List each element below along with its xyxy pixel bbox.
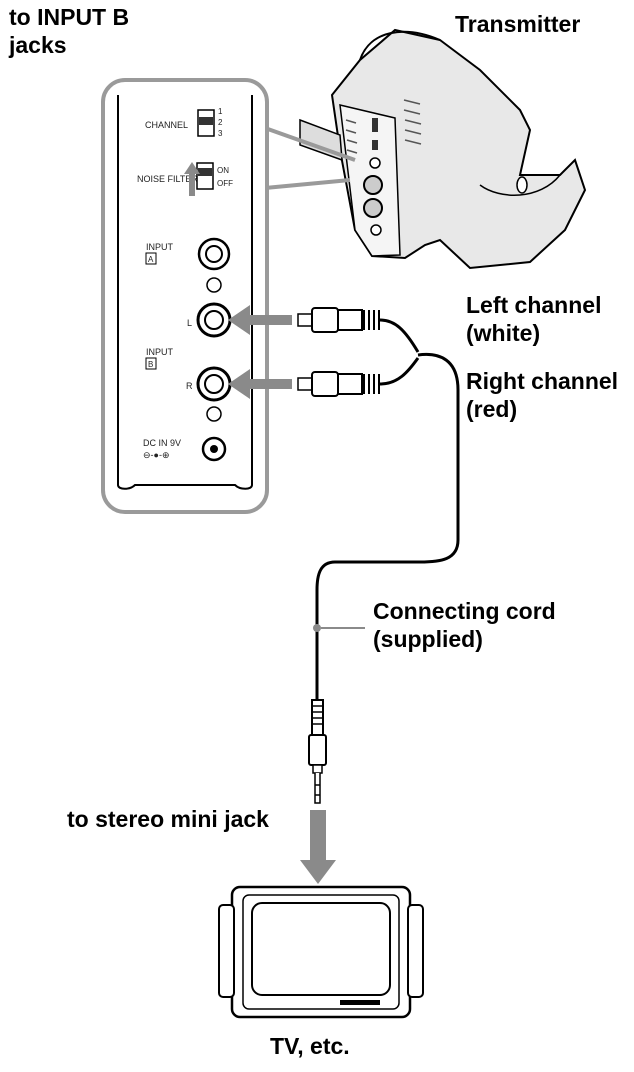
down-arrow-icon xyxy=(300,810,336,884)
mini-plug xyxy=(308,699,327,804)
right-channel-label-line2: (red) xyxy=(466,396,518,422)
noise-filter-switch: NOISE FILTER ON OFF xyxy=(137,162,233,196)
channel-label: CHANNEL xyxy=(145,120,188,130)
input-b-jacks-label-line2: jacks xyxy=(9,32,67,58)
transmitter-device xyxy=(299,28,587,270)
left-arrow-icon xyxy=(228,369,292,399)
input-a-label: INPUT xyxy=(146,242,174,252)
r-label: R xyxy=(186,381,193,391)
cord-marker xyxy=(313,624,321,632)
right-channel-label-line1: Right channel xyxy=(466,368,619,394)
rca-plug-white xyxy=(297,307,380,333)
connecting-cord xyxy=(315,318,460,700)
channel-2-label: 2 xyxy=(218,118,223,127)
up-arrow-icon xyxy=(184,162,200,196)
input-b-letter: B xyxy=(148,360,153,369)
noise-filter-label: NOISE FILTER xyxy=(137,174,198,184)
on-label: ON xyxy=(217,166,229,175)
left-channel-label-line1: Left channel xyxy=(466,292,602,318)
dc-polarity-icon: ⊖-●-⊕ xyxy=(143,450,170,460)
l-label: L xyxy=(187,318,192,328)
right-jack: R xyxy=(186,366,232,422)
tv-icon xyxy=(218,885,424,1019)
input-b-jacks-label-line1: to INPUT B xyxy=(9,4,130,30)
left-arrow-icon xyxy=(228,305,292,335)
input-b-label-group: INPUT B xyxy=(145,347,174,370)
connecting-cord-label-line2: (supplied) xyxy=(373,626,483,652)
stereo-mini-jack-label: to stereo mini jack xyxy=(67,806,269,832)
channel-1-label: 1 xyxy=(218,107,223,116)
plug-arrows xyxy=(228,305,292,399)
channel-3-label: 3 xyxy=(218,129,223,138)
rca-plug-red xyxy=(297,371,380,397)
left-channel-label-line2: (white) xyxy=(466,320,541,346)
zoom-lines xyxy=(264,126,356,190)
input-a-letter: A xyxy=(148,255,154,264)
dc-in-jack: DC IN 9V ⊖-●-⊕ xyxy=(143,436,227,462)
input-a-jack: INPUT A xyxy=(145,237,231,293)
connecting-cord-label-line1: Connecting cord xyxy=(373,598,556,624)
channel-switch: CHANNEL 1 2 3 xyxy=(145,107,223,138)
back-panel xyxy=(101,78,269,514)
transmitter-label: Transmitter xyxy=(455,11,581,37)
off-label: OFF xyxy=(217,179,233,188)
tv-label: TV, etc. xyxy=(270,1033,350,1059)
dc-in-label: DC IN 9V xyxy=(143,438,181,448)
input-b-label: INPUT xyxy=(146,347,174,357)
